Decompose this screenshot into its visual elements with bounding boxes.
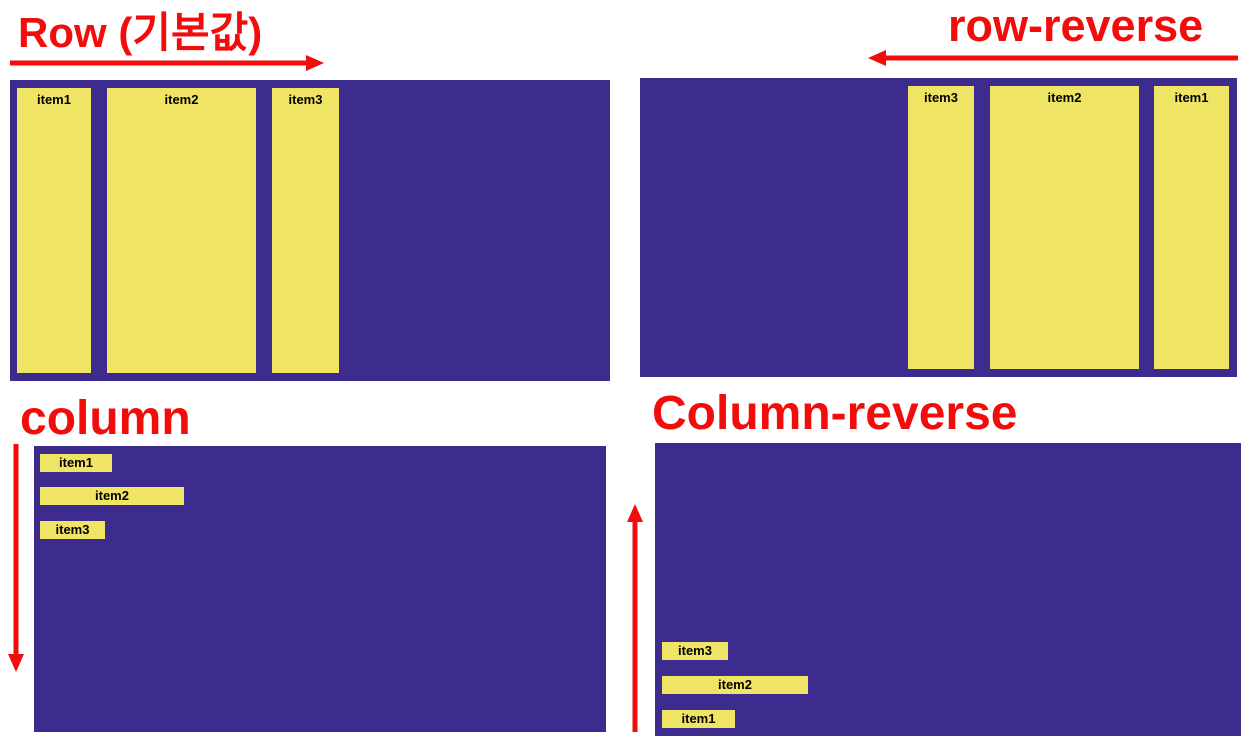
flex-item: item2 — [40, 487, 184, 505]
row-reverse-container: item3 item2 item1 — [640, 78, 1237, 377]
row-reverse-arrow-icon — [868, 50, 1238, 66]
flex-item: item1 — [662, 710, 735, 728]
column-reverse-arrow-icon — [627, 504, 643, 732]
column-reverse-title: Column-reverse — [652, 387, 1018, 440]
flex-item: item2 — [662, 676, 808, 694]
flex-item: item3 — [272, 88, 339, 373]
column-container: item1 item2 item3 — [34, 446, 606, 732]
flex-item: item3 — [40, 521, 105, 539]
row-reverse-title: row-reverse — [948, 0, 1204, 51]
row-arrow-icon — [10, 55, 324, 71]
column-arrow-icon — [8, 444, 24, 672]
flex-item: item1 — [17, 88, 91, 373]
column-reverse-container: item3 item2 item1 — [655, 443, 1241, 736]
flex-item: item1 — [1154, 86, 1229, 369]
row-title: Row (기본값) — [18, 9, 263, 56]
flex-item: item3 — [908, 86, 974, 369]
flex-item: item3 — [662, 642, 728, 660]
flex-item: item2 — [990, 86, 1139, 369]
row-container: item1 item2 item3 — [10, 80, 610, 381]
flex-item: item2 — [107, 88, 256, 373]
flex-item: item1 — [40, 454, 112, 472]
column-title: column — [20, 392, 191, 445]
